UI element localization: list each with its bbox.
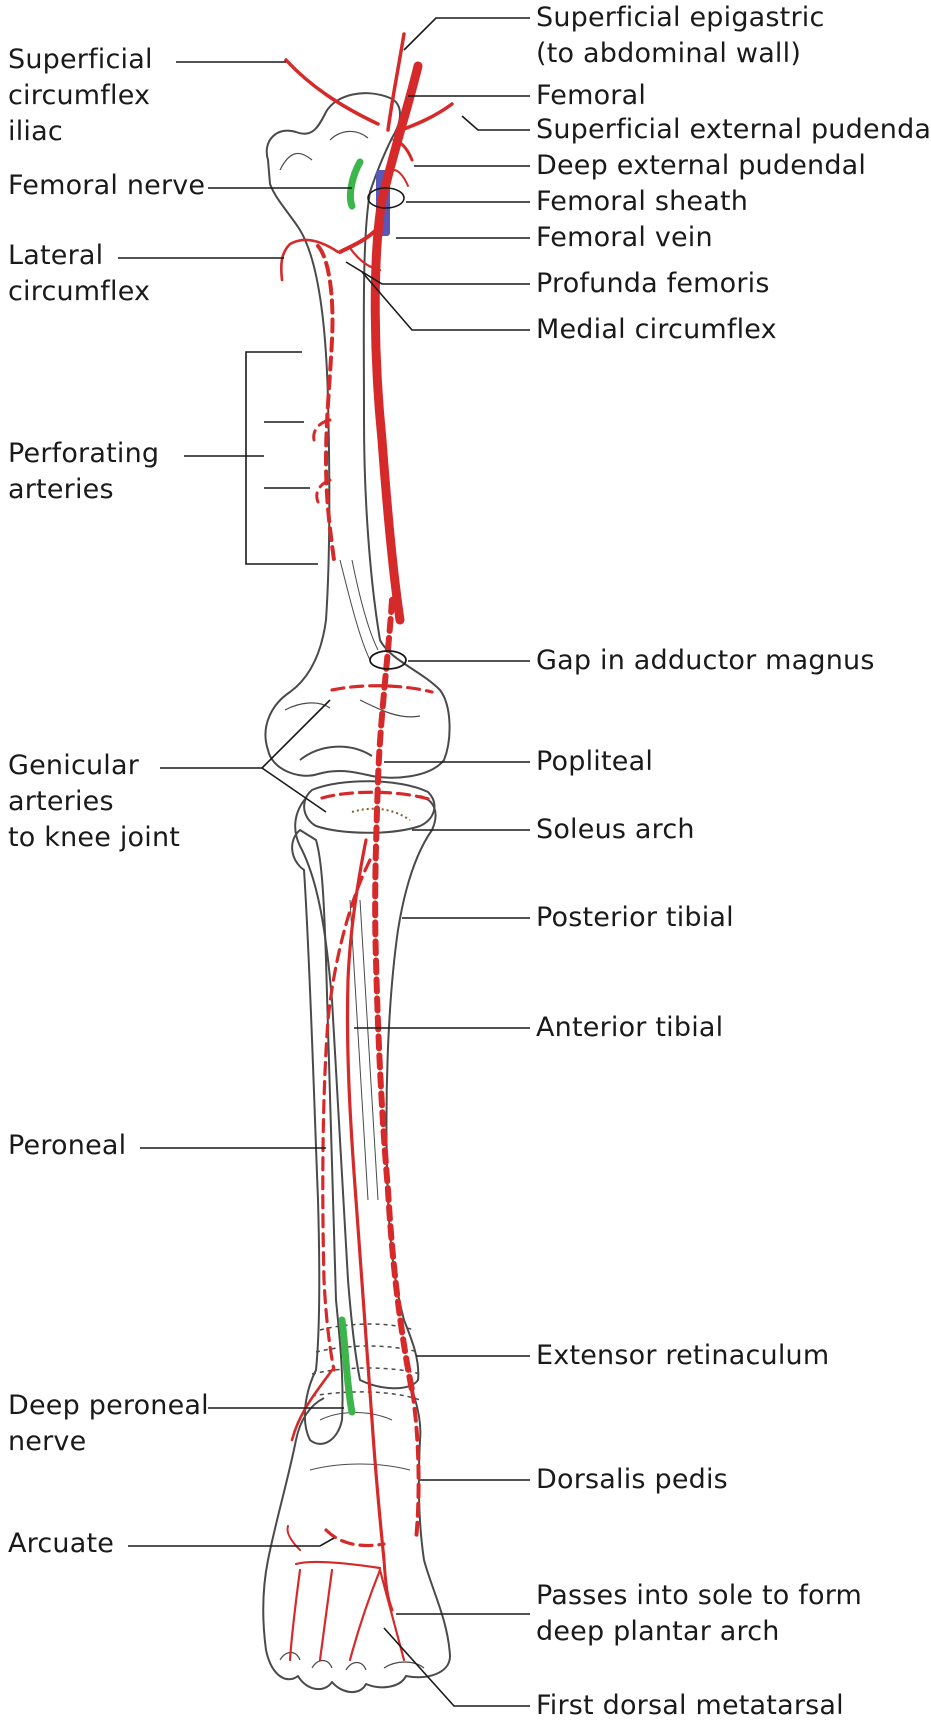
- label-passes-into-sole: Passes into sole to form deep plantar ar…: [536, 1580, 863, 1647]
- tibia: [294, 795, 437, 1390]
- label-femoral-sheath: Femoral sheath: [536, 186, 749, 217]
- extensor-retinaculum: [319, 1323, 415, 1331]
- femoral-artery-shape: [370, 61, 423, 625]
- peroneal-shape: [321, 858, 372, 1372]
- patella: [303, 780, 436, 834]
- label-femoral-vein: Femoral vein: [536, 222, 713, 253]
- label-dorsalis-pedis: Dorsalis pedis: [536, 1464, 728, 1495]
- label-extensor-retinaculum: Extensor retinaculum: [536, 1340, 830, 1371]
- label-superficial-circumflex-iliac: Superficial circumflex iliac: [8, 44, 153, 147]
- deep-peroneal-nerve-shape: [338, 1316, 356, 1416]
- label-profunda-femoris: Profunda femoris: [536, 268, 770, 299]
- label-posterior-tibial: Posterior tibial: [536, 902, 734, 933]
- anterior-tibial-shape: [345, 838, 386, 1562]
- label-medial-circumflex: Medial circumflex: [536, 314, 777, 345]
- label-perforating-arteries: Perforating arteries: [8, 438, 160, 505]
- label-femoral: Femoral: [536, 80, 647, 111]
- label-soleus-arch: Soleus arch: [536, 814, 695, 845]
- arteries-dashed: [312, 244, 434, 1548]
- label-arcuate: Arcuate: [8, 1528, 115, 1559]
- label-peroneal: Peroneal: [8, 1130, 127, 1161]
- femoral-nerve-shape: [346, 158, 364, 210]
- label-popliteal: Popliteal: [536, 746, 654, 777]
- label-anterior-tibial: Anterior tibial: [536, 1012, 724, 1043]
- label-lateral-circumflex: Lateral circumflex: [8, 240, 151, 307]
- femur: [264, 92, 451, 779]
- label-deep-external-pudendal: Deep external pudendal: [536, 150, 867, 181]
- soleus-arch-shape: [351, 807, 411, 821]
- leader-lines: [118, 17, 530, 1707]
- label-deep-peroneal-nerve: Deep peroneal nerve: [8, 1390, 209, 1457]
- label-superficial-external-pudendal: Superficial external pudendal: [536, 114, 931, 145]
- fibula: [291, 829, 344, 1445]
- label-first-dorsal-metatarsal: First dorsal metatarsal: [536, 1690, 844, 1721]
- label-gap-in-adductor-magnus: Gap in adductor magnus: [536, 645, 875, 676]
- label-superficial-epigastric: Superficial epigastric (to abdominal wal…: [536, 2, 825, 69]
- label-genicular-arteries: Genicular arteries to knee joint: [8, 750, 181, 853]
- arteries-solid: [279, 32, 454, 1662]
- label-femoral-nerve: Femoral nerve: [8, 170, 206, 201]
- adductor-gap-ellipse: [369, 650, 407, 670]
- popliteal-shape: [372, 597, 415, 1393]
- foot: [262, 1383, 451, 1693]
